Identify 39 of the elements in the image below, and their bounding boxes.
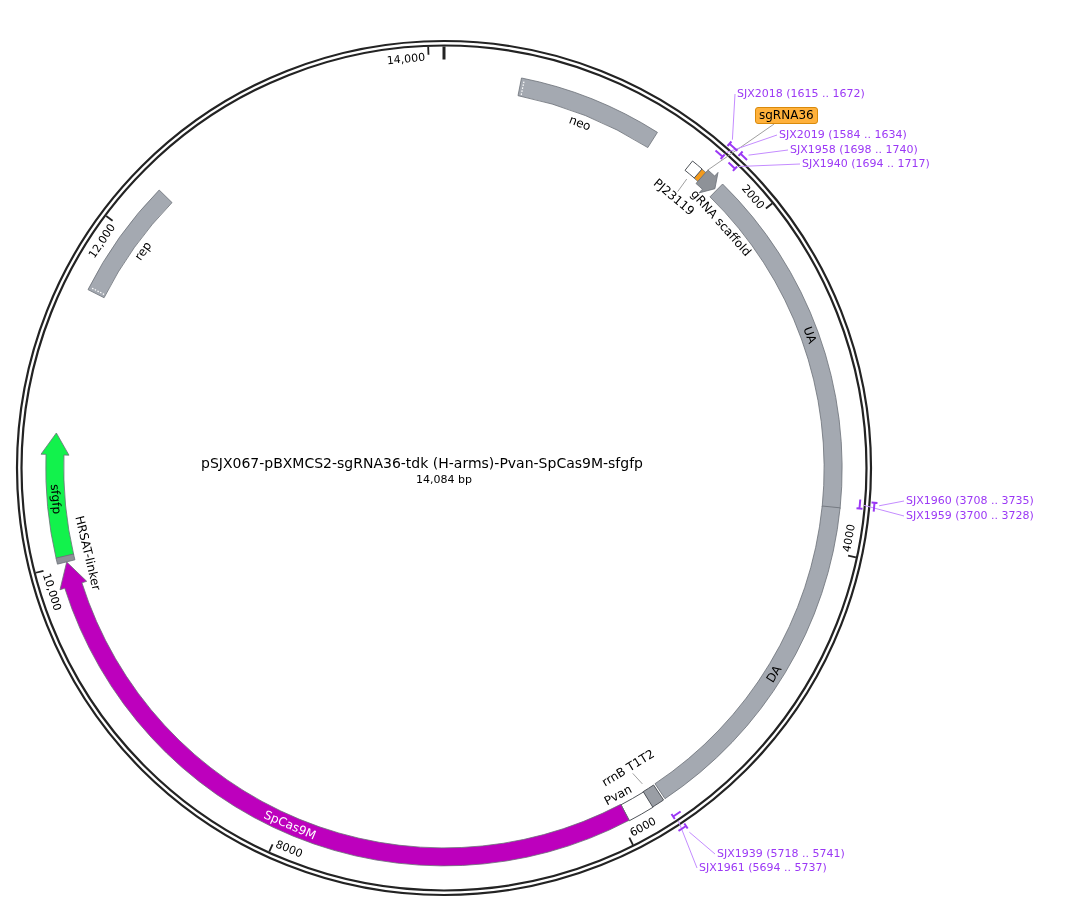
primer-mark <box>677 821 690 833</box>
primer-mark <box>855 498 864 511</box>
tick-label: 14,000 <box>386 50 426 67</box>
feature-label: sfgfp <box>48 483 65 514</box>
primer-label: SJX1940 (1694 .. 1717) <box>800 157 932 171</box>
leader-line <box>677 178 688 193</box>
tick-label: 10,000 <box>40 571 65 613</box>
leader-line <box>632 772 643 785</box>
leader-line <box>878 500 905 507</box>
primer-label: SJX1961 (5694 .. 5737) <box>697 861 829 875</box>
primer-label: SJX1939 (5718 .. 5741) <box>715 847 847 861</box>
leader-line <box>731 93 736 141</box>
tick-label: 8000 <box>273 837 305 861</box>
primer-mark <box>870 500 880 513</box>
primer-mark <box>737 150 749 162</box>
primer-mark <box>670 810 683 821</box>
feature-label: DA <box>763 663 785 686</box>
primer-label: SJX1959 (3700 .. 3728) <box>904 509 1036 523</box>
leader-line <box>748 149 789 156</box>
leader-line <box>706 123 775 171</box>
primer-mark <box>713 149 726 161</box>
leader-line <box>725 134 778 154</box>
primer-label: SJX1958 (1698 .. 1740) <box>788 143 920 157</box>
primer-label: SJX2018 (1615 .. 1672) <box>735 87 867 101</box>
primer-mark <box>725 139 739 152</box>
leader-line <box>688 831 716 855</box>
primer-label: SJX2019 (1584 .. 1634) <box>777 128 909 142</box>
plasmid-title: pSJX067-pBXMCS2-sgRNA36-tdk (H-arms)-Pvan-SpCas9M-sfgfp <box>201 454 643 472</box>
feature-label: rep <box>131 238 155 264</box>
leader-line <box>863 504 905 517</box>
primer-mark <box>727 161 739 173</box>
plasmid-size: 14,084 bp <box>416 472 472 486</box>
feature-callout: sgRNA36 <box>755 107 818 124</box>
primer-label: SJX1960 (3708 .. 3735) <box>904 494 1036 508</box>
feature-label: UA <box>800 324 819 346</box>
leader-line <box>677 820 698 869</box>
leader-line <box>738 163 801 167</box>
feature-label: neo <box>567 112 593 134</box>
tick-label: 4000 <box>840 523 858 554</box>
